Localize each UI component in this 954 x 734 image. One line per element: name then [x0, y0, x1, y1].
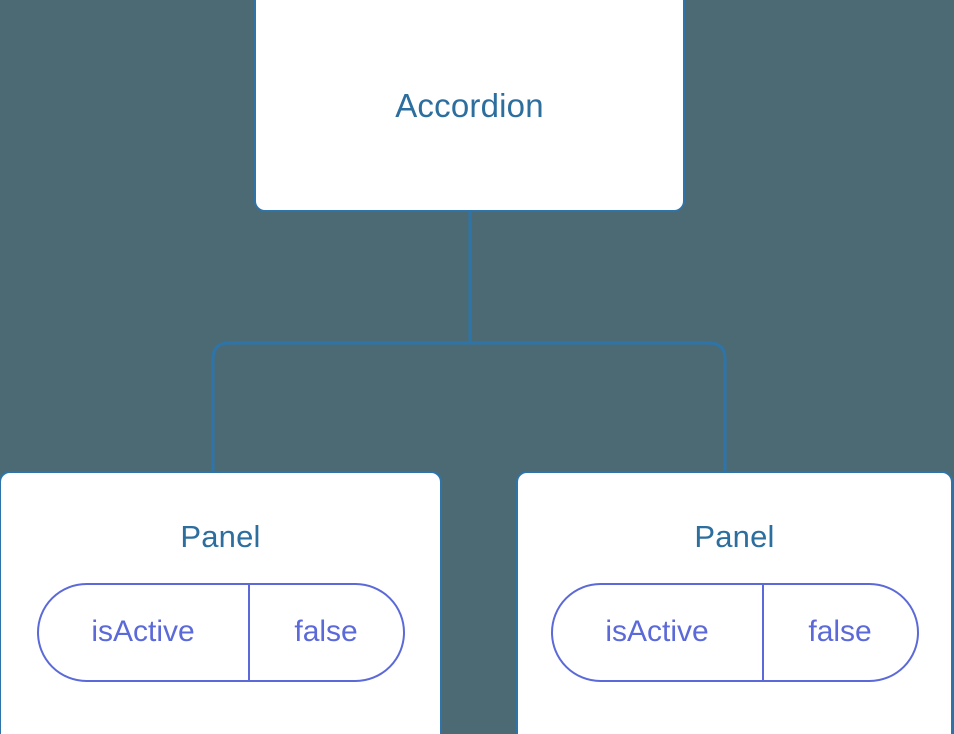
state-pill-panel-2[interactable]: isActive false [550, 583, 919, 682]
node-panel-2[interactable]: Panel isActive false [516, 471, 953, 734]
node-accordion-label: Accordion [395, 87, 544, 124]
node-accordion[interactable]: Accordion [254, 0, 685, 212]
state-pill-panel-2-key: isActive [553, 585, 764, 680]
node-panel-2-label: Panel [694, 519, 775, 554]
node-panel-1-label: Panel [180, 519, 261, 554]
state-pill-panel-1-value: false [294, 614, 358, 648]
connector-branch-right [470, 341, 727, 473]
state-pill-panel-1[interactable]: isActive false [36, 583, 405, 682]
node-panel-1[interactable]: Panel isActive false [0, 471, 442, 734]
connector-branch-left [211, 341, 470, 473]
state-pill-panel-1-key: isActive [39, 585, 250, 680]
state-pill-panel-2-value: false [808, 614, 872, 648]
